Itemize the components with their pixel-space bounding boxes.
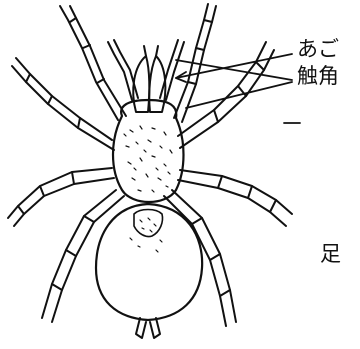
jaw-label: あご [297, 39, 339, 60]
abdomen-marking [134, 210, 163, 237]
cephalothorax-texture [124, 126, 172, 192]
cephalothorax [113, 100, 184, 202]
antenna-label: 触角 [297, 66, 339, 87]
pedipalps [108, 40, 184, 100]
antenna-leader-line [176, 60, 292, 80]
chelicerae [133, 46, 165, 112]
abdomen [96, 204, 202, 320]
leg-label: 足 [320, 244, 341, 265]
legs [8, 4, 292, 326]
